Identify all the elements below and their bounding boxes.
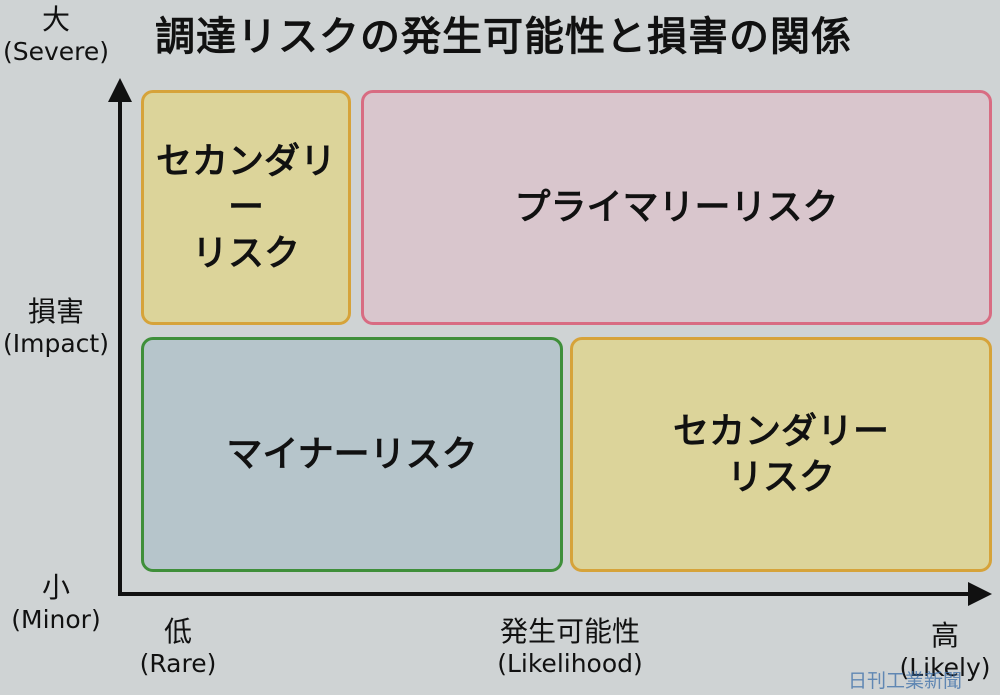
x-axis-left-main: 低 [163, 615, 192, 648]
y-axis-arrow-icon [108, 78, 132, 102]
x-axis-right-label: 高 (Likely) [890, 620, 1000, 684]
y-axis-bottom-label: 小 (Minor) [0, 572, 112, 636]
diagram-title: 調達リスクの発生可能性と損害の関係 [155, 14, 852, 60]
y-axis-top-label: 大 (Severe) [0, 4, 112, 68]
quadrant-top-left-secondary-risk: セカンダリー リスク [141, 90, 351, 325]
quadrant-top-left-line1: セカンダリー [155, 140, 336, 228]
y-axis-top-main: 大 [41, 3, 70, 36]
x-axis-left-label: 低 (Rare) [118, 616, 238, 680]
publisher-watermark: 日刊工業新聞 [848, 670, 963, 692]
y-axis-bottom-main: 小 [41, 571, 70, 604]
quadrant-bottom-right-line1: セカンダリー [672, 410, 889, 452]
x-axis-middle-main: 発生可能性 [499, 615, 640, 648]
x-axis-right-sub: (Likely) [899, 653, 991, 682]
quadrant-bottom-left-minor-risk: マイナーリスク [141, 337, 563, 572]
quadrant-bottom-right-line2: リスク [726, 456, 835, 498]
y-axis-bottom-sub: (Minor) [11, 605, 101, 634]
y-axis-middle-sub: (Impact) [3, 329, 109, 358]
y-axis-middle-label: 損害 (Impact) [0, 296, 112, 360]
quadrant-bottom-right-secondary-risk: セカンダリー リスク [570, 337, 992, 572]
x-axis-arrow-icon [968, 582, 992, 606]
y-axis-top-sub: (Severe) [2, 37, 110, 66]
x-axis-middle-label: 発生可能性 (Likelihood) [465, 616, 675, 680]
x-axis-right-main: 高 [930, 619, 959, 652]
quadrant-top-right-primary-risk: プライマリーリスク [361, 90, 992, 325]
x-axis-middle-sub: (Likelihood) [497, 649, 643, 678]
quadrant-top-right-line1: プライマリーリスク [514, 186, 839, 228]
quadrant-top-left-line2: リスク [191, 232, 300, 274]
x-axis-left-sub: (Rare) [139, 649, 217, 678]
y-axis-middle-main: 損害 [27, 295, 84, 328]
quadrant-bottom-left-line1: マイナーリスク [226, 433, 478, 475]
